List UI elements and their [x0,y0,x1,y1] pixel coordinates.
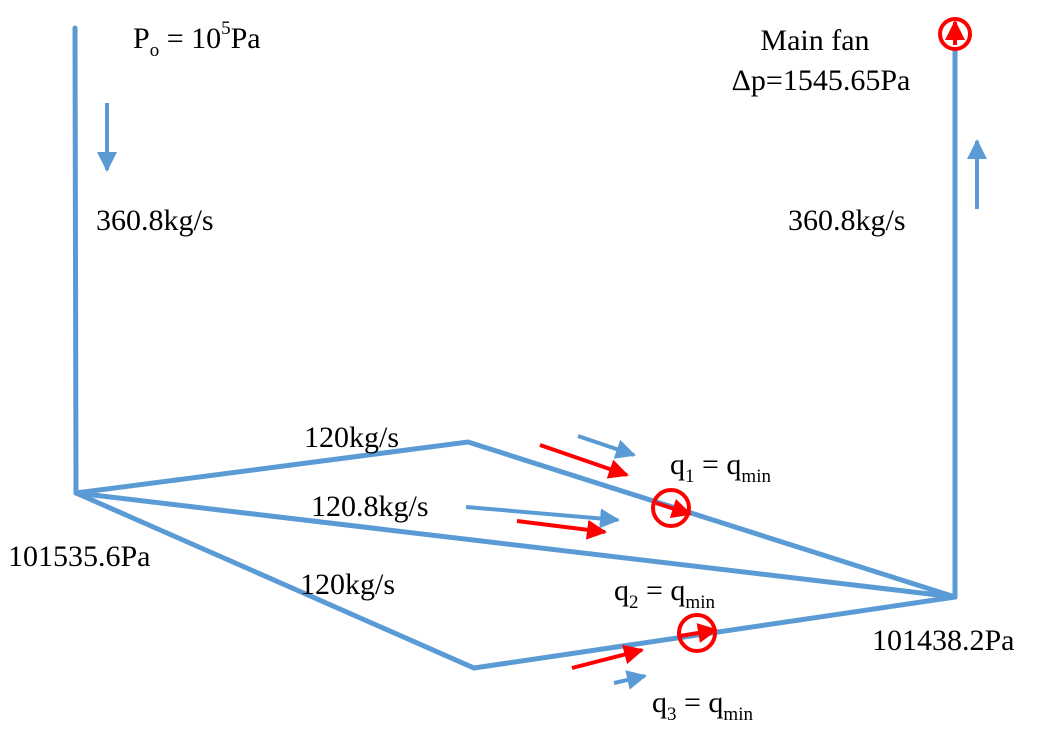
fan-direction-arrows [516,443,644,670]
airway-branch-2 [73,490,958,600]
main-fan-pressure-rise: Δp=1545.65Pa [732,64,911,97]
q1-label: q1 = qmin [670,448,771,487]
booster-fan-1 [651,488,692,528]
branch2-flow-label: 120.8kg/s [311,490,429,523]
q2-label: q2 = qmin [614,574,715,613]
airway-branch-1 [73,439,958,600]
q3-label: q3 = qmin [652,686,753,725]
inlet-pressure-label: Po = 105Pa [133,18,261,61]
branch1-flow-arrow [577,434,636,459]
intake-flow-label: 360.8kg/s [96,204,214,237]
booster-fan-2-arrow [679,623,718,643]
return-flow-label: 360.8kg/s [788,204,906,237]
intake-shaft [72,25,79,496]
duct-network [72,25,958,671]
branch3-flow-label: 120kg/s [300,568,395,601]
main-fan [938,17,972,51]
branch3-fan-arrow [571,644,644,670]
right-junction-pressure: 101438.2Pa [872,624,1015,657]
airway-branch-3 [73,490,958,671]
branch1-flow-label: 120kg/s [304,421,399,454]
booster-fan-1-arrow [655,498,692,518]
airflow-arrows [97,103,987,690]
booster-fan-2 [677,613,718,653]
branch3-flow-arrow [613,670,647,690]
left-junction-pressure: 101535.6Pa [8,540,151,573]
branch1-fan-arrow [539,443,629,479]
branch2-flow-arrow [465,505,620,529]
branch2-fan-arrow [516,519,607,540]
main-fan-name: Main fan [760,24,869,57]
